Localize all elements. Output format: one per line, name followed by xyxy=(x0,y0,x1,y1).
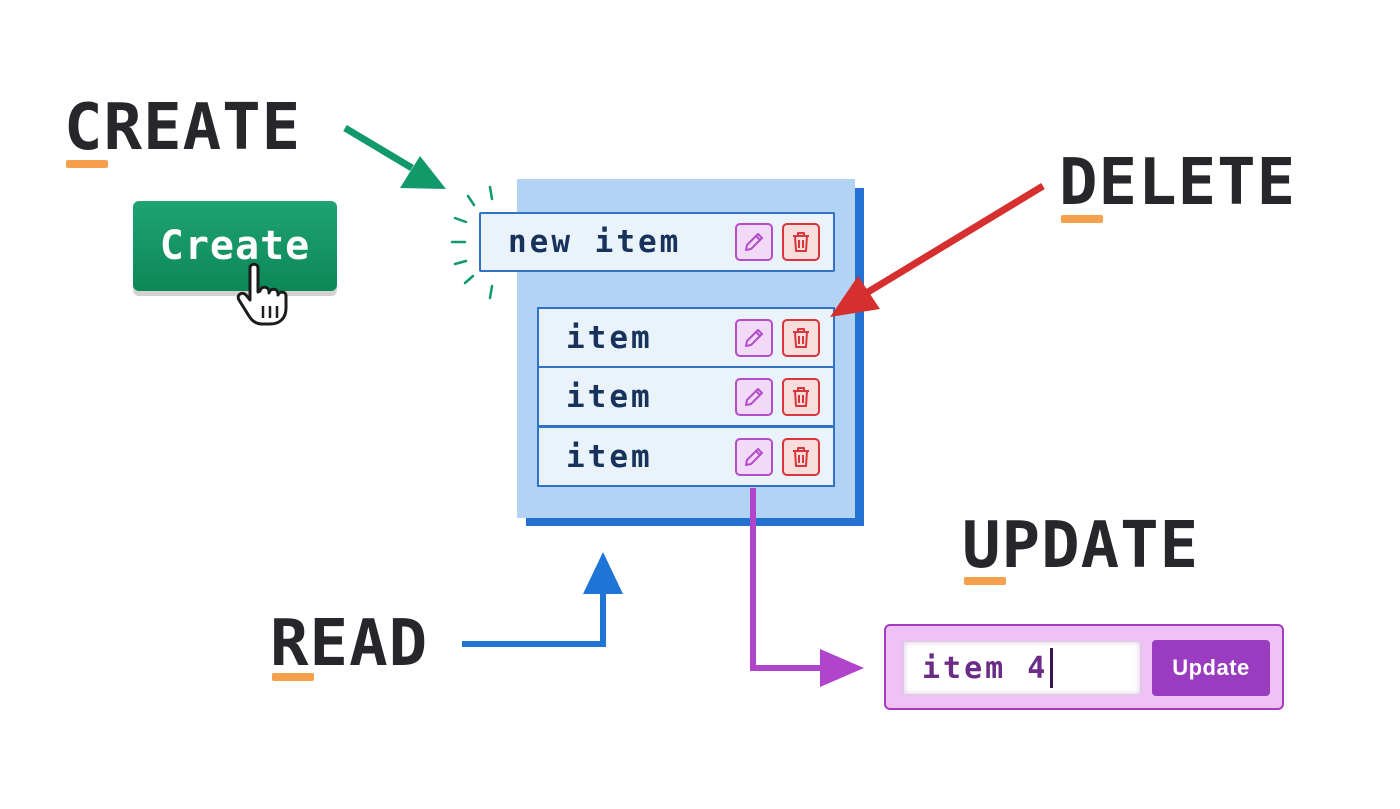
create-button[interactable]: Create xyxy=(133,201,337,291)
edit-button[interactable] xyxy=(735,319,773,357)
list-item: item xyxy=(537,366,835,427)
update-button-label: Update xyxy=(1172,655,1250,680)
pencil-icon xyxy=(745,329,763,347)
update-button[interactable]: Update xyxy=(1152,640,1270,696)
list-item-label: item xyxy=(566,438,653,475)
trash-icon xyxy=(793,232,809,252)
new-item-row: new item xyxy=(479,212,835,272)
read-arrow xyxy=(462,552,623,647)
trash-icon xyxy=(793,387,809,407)
edit-button[interactable] xyxy=(735,438,773,476)
create-button-label: Create xyxy=(159,223,311,269)
trash-icon xyxy=(793,328,809,348)
delete-button[interactable] xyxy=(782,378,820,416)
update-arrow xyxy=(750,488,864,687)
create-underline xyxy=(66,160,108,168)
read-heading: READ xyxy=(270,607,429,681)
create-arrow xyxy=(343,124,446,189)
new-item-label: new item xyxy=(508,224,682,260)
create-heading: CREATE xyxy=(64,91,302,165)
hand-pointer-icon xyxy=(236,262,288,326)
list-item: item xyxy=(537,307,835,368)
pencil-icon xyxy=(745,233,763,251)
list-item-label: item xyxy=(566,319,653,356)
edit-button[interactable] xyxy=(735,378,773,416)
update-input-value: item 4 xyxy=(922,650,1049,686)
update-heading: UPDATE xyxy=(962,509,1200,583)
edit-button[interactable] xyxy=(735,223,773,261)
trash-icon xyxy=(793,447,809,467)
list-item: item xyxy=(537,426,835,487)
read-underline xyxy=(272,673,314,681)
delete-button[interactable] xyxy=(782,223,820,261)
list-item-label: item xyxy=(566,378,653,415)
delete-button[interactable] xyxy=(782,319,820,357)
update-underline xyxy=(964,577,1006,585)
update-input[interactable]: item 4 xyxy=(902,640,1142,696)
delete-underline xyxy=(1061,215,1103,223)
pencil-icon xyxy=(745,448,763,466)
delete-arrow xyxy=(830,183,1045,317)
update-form: item 4 Update xyxy=(884,624,1284,710)
pencil-icon xyxy=(745,388,763,406)
delete-heading: DELETE xyxy=(1059,146,1297,220)
text-caret xyxy=(1050,648,1054,688)
sparkle-lines xyxy=(450,185,494,300)
delete-button[interactable] xyxy=(782,438,820,476)
